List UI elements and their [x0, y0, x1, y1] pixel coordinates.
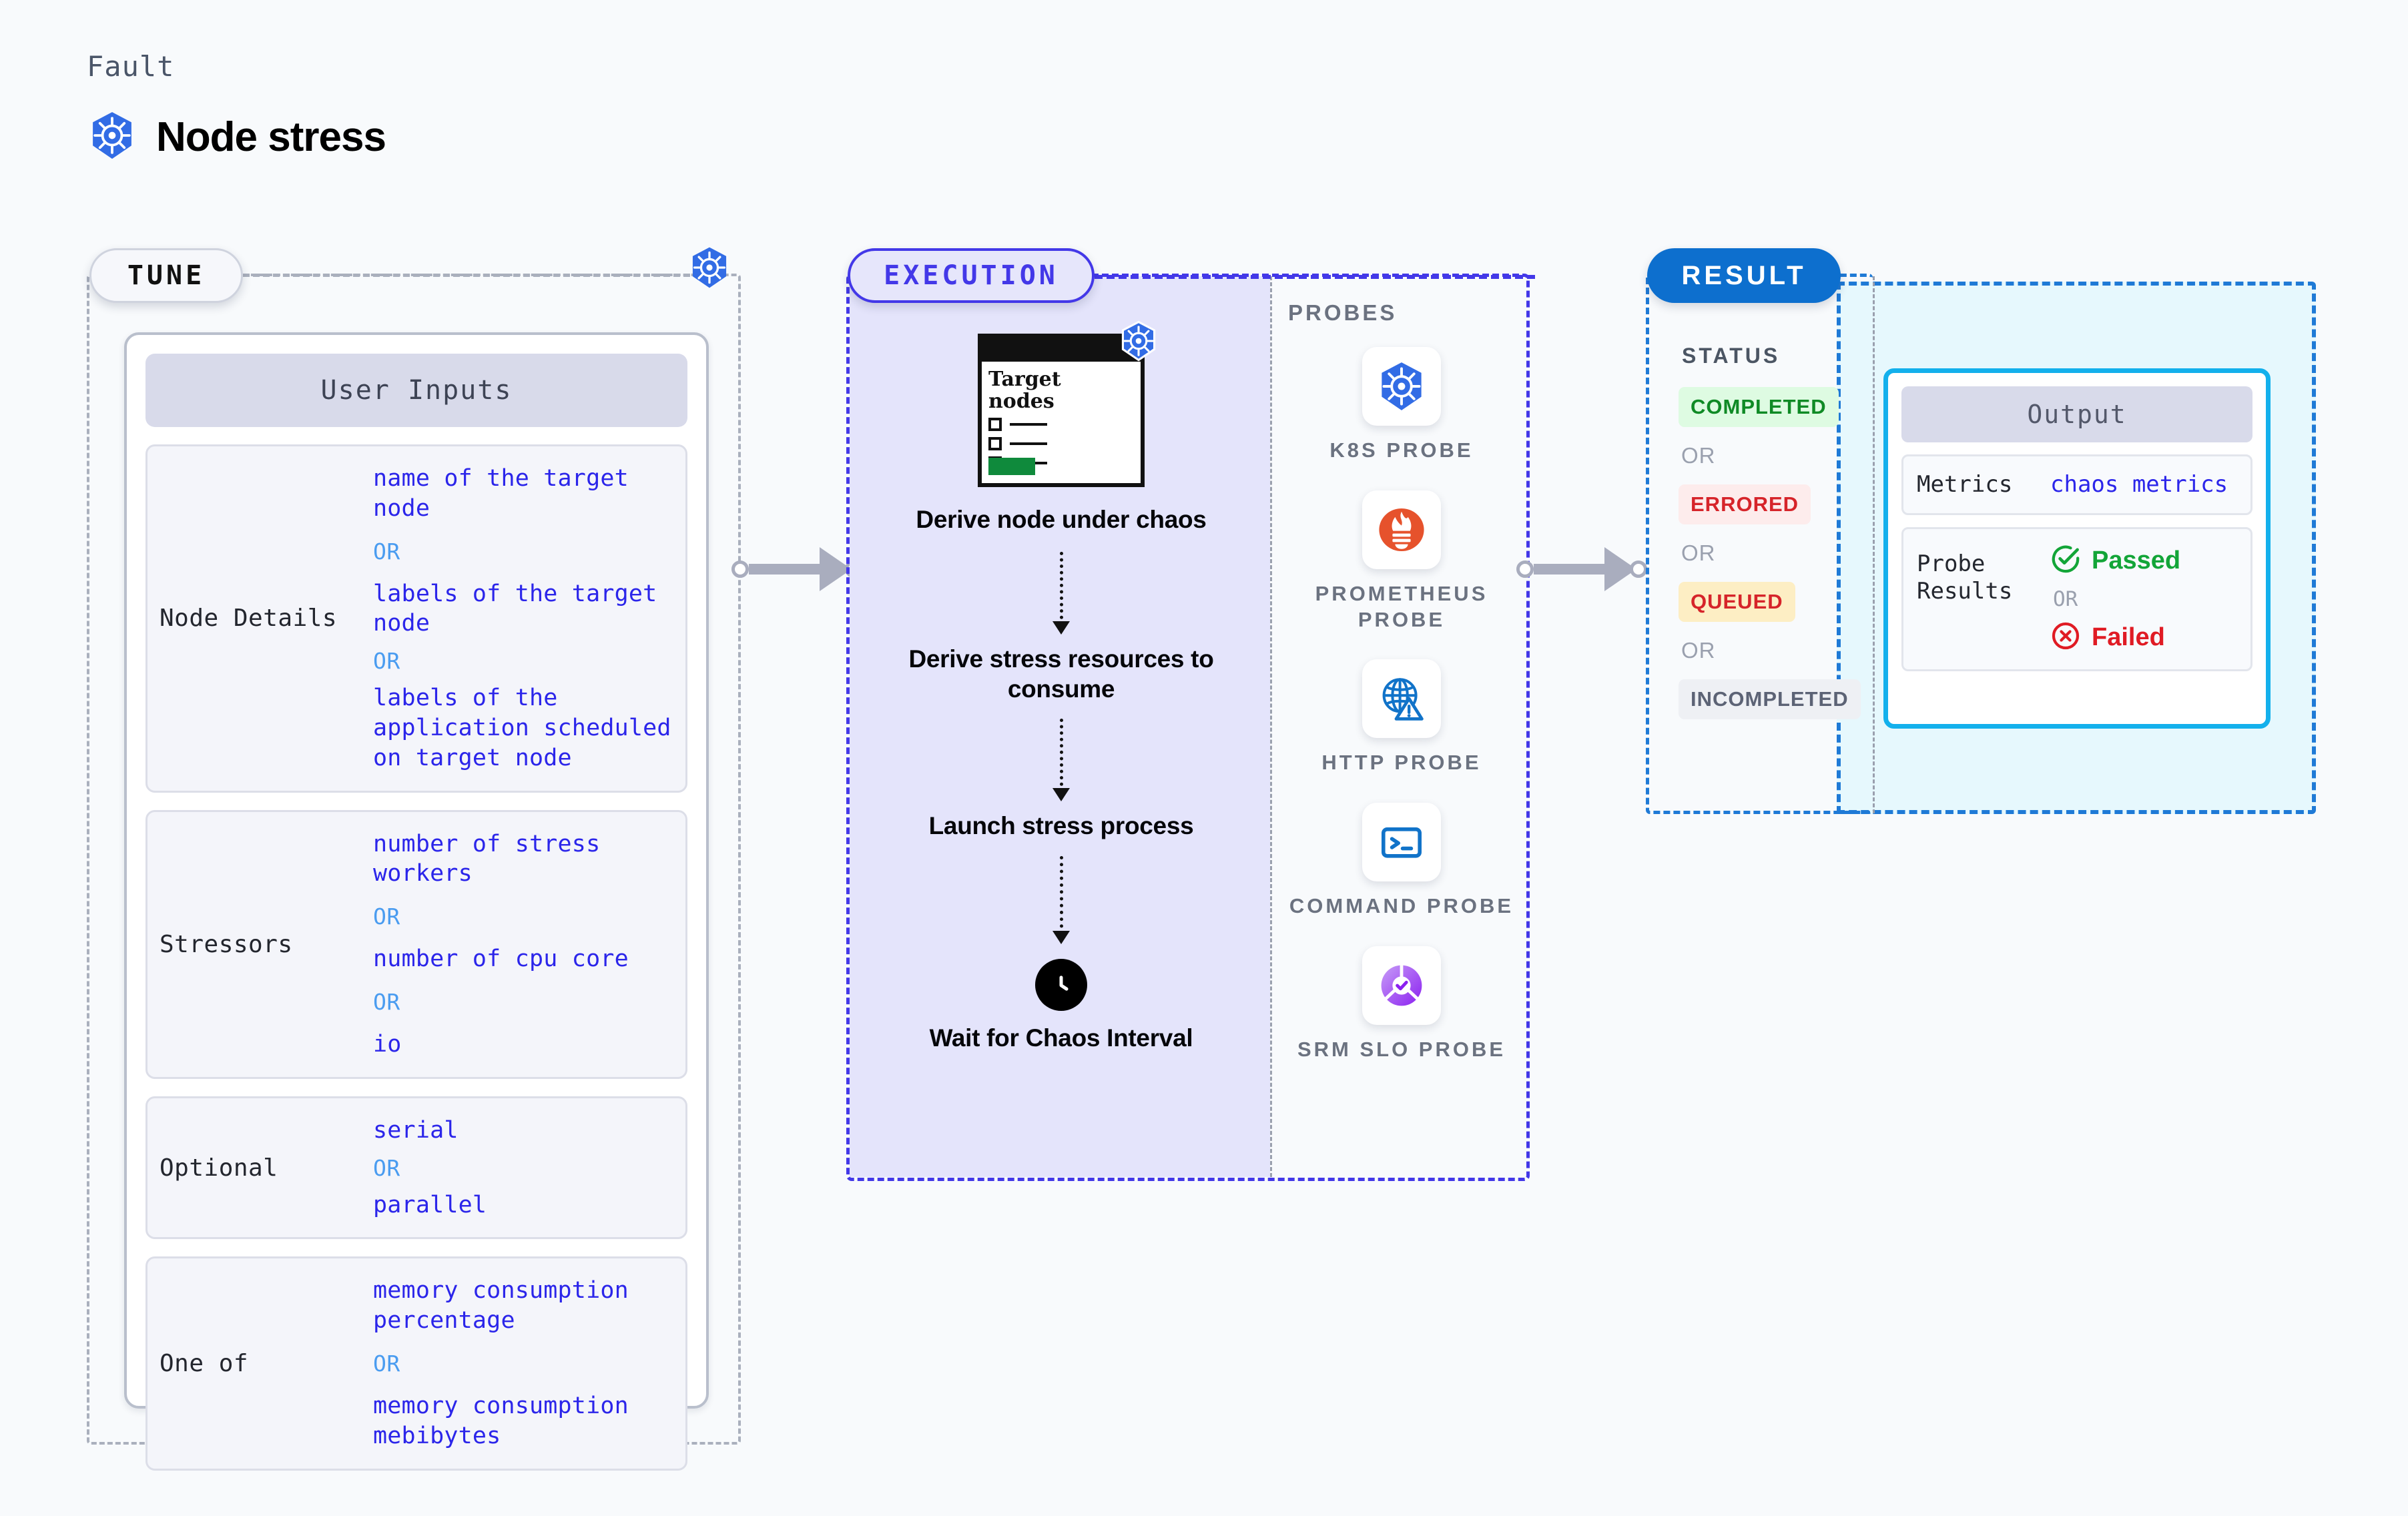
probe-label: K8S PROBE	[1329, 438, 1474, 462]
input-group-optional: Optional serial OR parallel	[145, 1096, 687, 1240]
input-value: name of the target node	[373, 465, 629, 522]
output-row-label: Metrics	[1917, 471, 2013, 498]
or-separator: OR	[373, 1350, 400, 1377]
connector-endpoint-dot	[1630, 560, 1647, 578]
result-chip[interactable]: RESULT	[1647, 248, 1841, 303]
probe-label: COMMAND PROBE	[1289, 894, 1514, 917]
probes-section-title: PROBES	[1288, 300, 1398, 325]
connector-execution-to-result	[1516, 547, 1647, 591]
output-row-probe-results: Probe Results Passed OR	[1901, 526, 2252, 671]
or-separator: OR	[1681, 443, 1716, 468]
result-status-divider	[1873, 276, 1875, 813]
probe-item-prometheus[interactable]: PROMETHEUS PROBE	[1281, 490, 1522, 633]
input-group-stressors: Stressors number of stress workers OR nu…	[145, 809, 687, 1079]
status-badge-incompleted: INCOMPLETED	[1679, 679, 1861, 719]
or-separator: OR	[1681, 540, 1716, 565]
probe-result-passed-label: Passed	[2092, 546, 2181, 575]
output-row-label: Probe Results	[1917, 550, 2013, 605]
output-card: Output Metrics chaos metrics Probe Resul…	[1883, 368, 2271, 729]
fault-kicker-label: Fault	[87, 50, 175, 83]
probe-label: PROMETHEUS PROBE	[1315, 581, 1488, 631]
input-group-label: Optional	[160, 1154, 278, 1182]
input-group-node-details: Node Details name of the target node OR …	[145, 444, 687, 793]
fault-title-row: Node stress	[87, 110, 386, 164]
tune-chip[interactable]: TUNE	[89, 248, 243, 303]
status-list: COMPLETED OR ERRORED OR QUEUED OR INCOMP…	[1679, 387, 1872, 719]
probe-result-failed: Failed	[2050, 621, 2180, 655]
prometheus-icon	[1362, 490, 1441, 569]
or-separator: OR	[373, 903, 400, 930]
input-value: number of stress workers	[373, 830, 601, 887]
probe-result-failed-label: Failed	[2092, 623, 2165, 651]
slo-donut-check-icon	[1362, 945, 1441, 1025]
probe-item-k8s[interactable]: K8S PROBE	[1281, 347, 1522, 464]
flow-step-caption: Derive node under chaos	[916, 506, 1207, 533]
or-separator: OR	[373, 538, 400, 564]
probe-item-http[interactable]: HTTP PROBE	[1281, 659, 1522, 776]
input-group-label: Node Details	[160, 605, 338, 633]
input-group-one-of: One of memory consumption percentage OR …	[145, 1256, 687, 1471]
user-inputs-title: User Inputs	[145, 354, 687, 427]
connector-endpoint-dot	[731, 560, 749, 578]
terminal-icon	[1362, 803, 1441, 881]
kubernetes-icon	[687, 246, 731, 293]
input-value: memory consumption mebibytes	[373, 1392, 629, 1449]
connector-line	[749, 564, 821, 575]
connector-endpoint-dot	[1516, 560, 1534, 578]
input-value: labels of the target node	[373, 580, 657, 637]
or-separator: OR	[2053, 587, 2078, 611]
status-badge-completed: COMPLETED	[1679, 387, 1839, 427]
probe-label: HTTP PROBE	[1321, 751, 1482, 775]
input-group-label: One of	[160, 1349, 249, 1377]
kubernetes-icon	[1118, 320, 1159, 365]
connector-line	[1534, 564, 1606, 575]
probes-list: K8S PROBE PROMETHEUS PROBE	[1281, 347, 1522, 1063]
or-separator: OR	[373, 988, 400, 1015]
check-circle-icon	[2050, 544, 2081, 578]
flow-step-caption: Derive stress resources to consume	[908, 645, 1214, 703]
probe-label: SRM SLO PROBE	[1297, 1037, 1506, 1061]
user-inputs-card: User Inputs Node Details name of the tar…	[124, 332, 709, 1471]
output-title: Output	[1901, 386, 2252, 442]
or-separator: OR	[1681, 638, 1716, 663]
kubernetes-icon	[87, 110, 137, 164]
execution-chip[interactable]: EXECUTION	[848, 248, 1095, 303]
input-value: parallel	[373, 1191, 487, 1218]
kubernetes-icon	[1362, 347, 1441, 426]
or-separator: OR	[373, 1154, 400, 1181]
execution-dashed-connector	[1095, 275, 1535, 279]
connector-tune-to-execution	[731, 547, 862, 591]
clock-icon	[1035, 958, 1087, 1011]
flow-step-caption: Launch stress process	[928, 812, 1194, 840]
input-value: serial	[373, 1116, 459, 1144]
target-nodes-card-icon: Target nodes	[978, 320, 1156, 487]
input-group-label: Stressors	[160, 930, 293, 958]
output-row-value: chaos metrics	[2050, 471, 2228, 498]
or-separator: OR	[373, 648, 400, 675]
probe-item-srm-slo[interactable]: SRM SLO PROBE	[1281, 945, 1522, 1063]
input-value: memory consumption percentage	[373, 1277, 629, 1335]
globe-warning-icon	[1362, 659, 1441, 739]
execution-flow-column: Target nodes	[881, 320, 1241, 1053]
input-value: labels of the application scheduled on t…	[373, 685, 671, 771]
page-title: Node stress	[156, 114, 386, 160]
probes-divider	[1270, 276, 1272, 1177]
target-nodes-card-title: Target nodes	[988, 368, 1061, 413]
output-row-metrics: Metrics chaos metrics	[1901, 454, 2252, 515]
status-badge-queued: QUEUED	[1679, 582, 1795, 622]
x-circle-icon	[2050, 621, 2081, 655]
probe-result-passed: Passed	[2050, 544, 2180, 578]
status-section-title: STATUS	[1682, 344, 1781, 368]
input-value: number of cpu core	[373, 945, 629, 973]
probe-item-command[interactable]: COMMAND PROBE	[1281, 803, 1522, 919]
flow-step-caption: Wait for Chaos Interval	[929, 1024, 1193, 1052]
status-badge-errored: ERRORED	[1679, 484, 1811, 524]
input-value: io	[373, 1030, 402, 1058]
